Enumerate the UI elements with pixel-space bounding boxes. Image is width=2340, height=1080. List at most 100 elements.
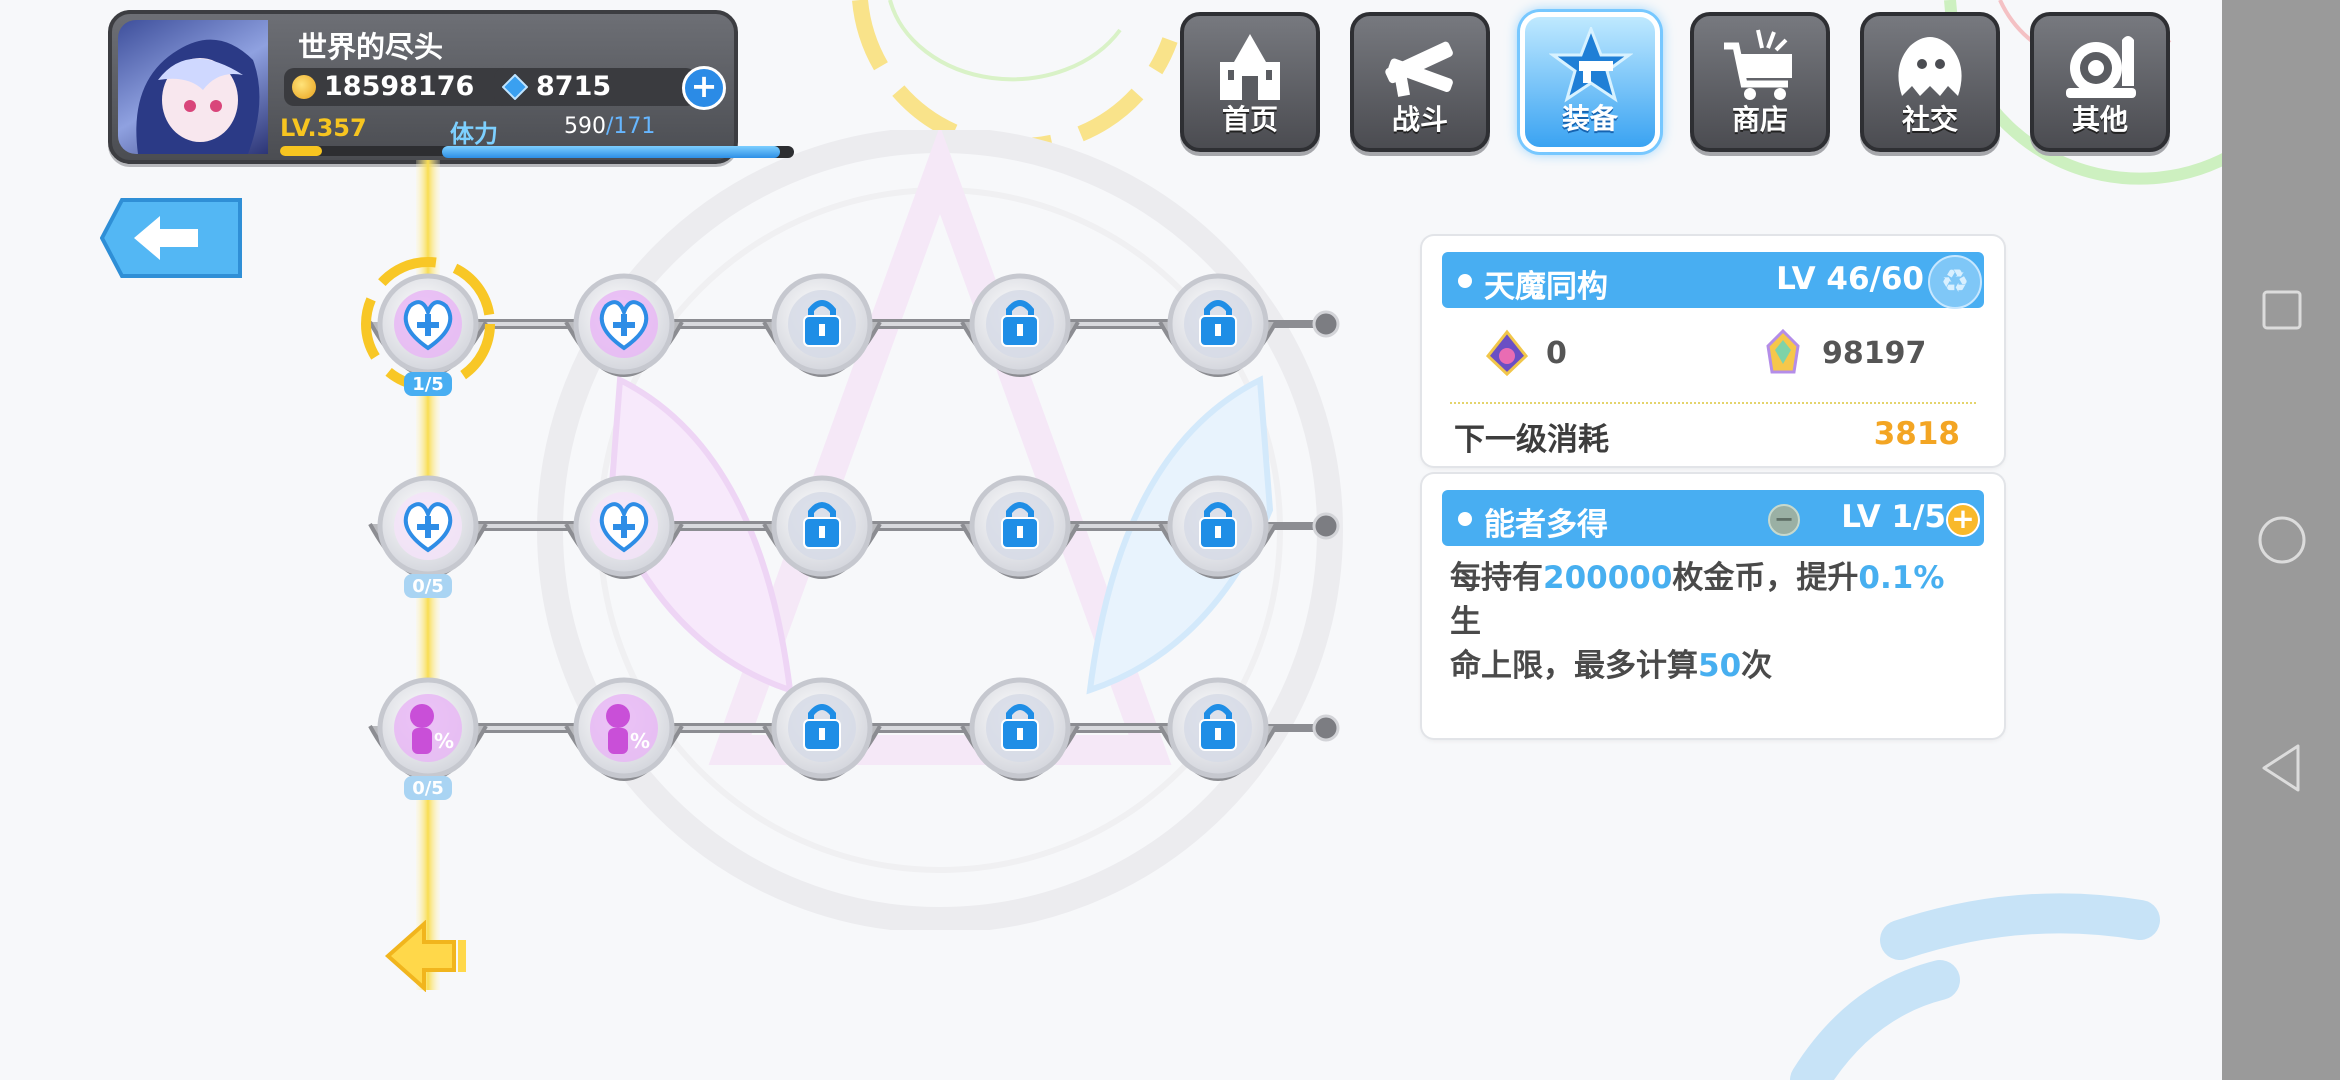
lock-icon (1001, 300, 1039, 347)
nav-button-0[interactable]: 首页 (1180, 12, 1320, 152)
heart-plus-icon (599, 300, 649, 351)
home-icon[interactable] (2222, 500, 2340, 580)
nav-label: 商店 (1731, 103, 1788, 136)
skill-node-r2-c2[interactable] (564, 475, 684, 579)
gold-coin-icon (292, 75, 316, 99)
skill-node-r3-c4[interactable] (960, 677, 1080, 781)
decrease-level-button[interactable]: − (1768, 504, 1800, 536)
skill-node-r1-c5[interactable] (1158, 273, 1278, 377)
lock-icon (1001, 502, 1039, 549)
tree-end-node (1312, 310, 1340, 338)
skill-node-r3-c1[interactable]: % (368, 677, 488, 781)
skill-node-r3-c2[interactable]: % (564, 677, 684, 781)
skill-node-r2-c3[interactable] (762, 475, 882, 579)
star-gun-icon (1549, 27, 1633, 103)
add-gems-button[interactable]: + (682, 66, 726, 110)
tree-end-node (1312, 512, 1340, 540)
player-avatar[interactable] (118, 20, 268, 154)
skill-header: 天魔同构 LV 46/60 ♻ (1442, 252, 1984, 309)
skill-title: 天魔同构 (1484, 269, 1608, 305)
skill-node-r1-c1[interactable] (361, 257, 495, 391)
stamina-value: 590/171 (564, 114, 655, 139)
next-level-cost-value: 3818 (1873, 416, 1960, 452)
recent-apps-icon[interactable] (2222, 270, 2340, 350)
crystal-amount: 0 (1546, 336, 1567, 371)
gold-amount: 18598176 (324, 71, 475, 102)
tree-end-node (1312, 714, 1340, 742)
player-level: LV.357 (280, 114, 367, 142)
row-progress-text: 0/5 (412, 778, 444, 799)
stamina-label: 体力 (450, 120, 498, 148)
dark-crystal-icon (1485, 329, 1529, 377)
player-name: 世界的尽头 (298, 30, 444, 64)
nav-button-2[interactable]: 装备 (1520, 12, 1660, 152)
stamina-progress-bar (442, 146, 794, 158)
lock-icon (1199, 502, 1237, 549)
player-card[interactable]: 世界的尽头 18598176 8715 + LV.357 体力 590/171 (108, 10, 794, 164)
perk-title: 能者多得 (1484, 507, 1608, 543)
stamina-max: /171 (606, 114, 656, 139)
back-nav-icon[interactable] (2222, 728, 2340, 808)
cart-icon (1724, 29, 1792, 100)
lock-icon (1199, 704, 1237, 751)
skill-node-r2-c1[interactable] (368, 475, 488, 579)
diamond-icon (502, 74, 528, 100)
next-level-cost-label: 下一级消耗 (1454, 422, 1609, 458)
lock-icon (1199, 300, 1237, 347)
row-progress-badge (404, 574, 452, 598)
svg-text:%: % (630, 729, 650, 753)
lock-icon (803, 300, 841, 347)
svg-text:%: % (434, 729, 454, 753)
nav-button-3[interactable]: 商店 (1690, 12, 1830, 152)
skill-node-r1-c3[interactable] (762, 273, 882, 377)
left-arrow-icon (134, 216, 198, 260)
system-nav-bar (2222, 0, 2340, 1080)
nav-label: 其他 (2071, 103, 2128, 136)
increase-level-button[interactable]: + (1946, 503, 1980, 537)
heart-plus-icon (599, 502, 649, 553)
gem-amount: 8715 (536, 71, 612, 102)
nav-button-5[interactable]: 其他 (2030, 12, 2170, 152)
lock-icon (803, 502, 841, 549)
rainbow-amount: 98197 (1822, 336, 1927, 371)
row-progress-badge (404, 372, 452, 396)
gem-counter: 8715 (494, 68, 696, 106)
heart-plus-icon (403, 300, 453, 351)
nav-label: 战斗 (1391, 103, 1448, 136)
figure-stat-icon: % (410, 704, 454, 754)
skill-level: LV 46/60 (1776, 261, 1924, 297)
castle-icon (1220, 34, 1280, 100)
skill-node-r1-c4[interactable] (960, 273, 1080, 377)
back-button[interactable] (100, 198, 242, 278)
nav-label: 装备 (1561, 102, 1618, 135)
skill-node-r3-c5[interactable] (1158, 677, 1278, 781)
avatar-portrait-icon (136, 39, 260, 154)
snail-icon (2066, 36, 2136, 98)
level-progress-bar (280, 146, 512, 156)
nav-button-4[interactable]: 社交 (1860, 12, 2000, 152)
skill-node-r3-c3[interactable] (762, 677, 882, 781)
nav-button-1[interactable]: 战斗 (1350, 12, 1490, 152)
recycle-icon[interactable]: ♻ (1928, 255, 1982, 309)
nav-label: 社交 (1901, 103, 1958, 136)
ghost-icon (1898, 37, 1962, 96)
row-progress-text: 1/5 (412, 374, 444, 395)
skill-node-r2-c5[interactable] (1158, 475, 1278, 579)
lock-icon (803, 704, 841, 751)
perk-info-panel: 能者多得 − LV 1/5 + 每持有200000枚金币，提升0.1%生命上限，… (1422, 474, 2004, 738)
figure-stat-icon: % (606, 704, 650, 754)
perk-description: 每持有200000枚金币，提升0.1%生命上限，最多计算50次 (1450, 560, 1945, 684)
skill-node-r2-c4[interactable] (960, 475, 1080, 579)
lock-icon (1001, 704, 1039, 751)
background-swoosh-deco (1790, 893, 2160, 1080)
skill-node-r1-c2[interactable] (564, 273, 684, 377)
skill-tree: 1/50/5%%0/5 (361, 160, 1340, 990)
nav-label: 首页 (1221, 103, 1278, 136)
perk-level: LV 1/5 (1841, 499, 1946, 535)
skill-info-panel: 天魔同构 LV 46/60 ♻ 0 98197 下一级消耗 3818 (1422, 236, 2004, 466)
heart-plus-icon (403, 502, 453, 553)
expand-arrow-icon[interactable] (384, 920, 476, 992)
perk-header: 能者多得 − LV 1/5 + (1442, 490, 1984, 546)
row-progress-badge (404, 776, 452, 800)
rainbow-shard-icon (1766, 328, 1800, 374)
